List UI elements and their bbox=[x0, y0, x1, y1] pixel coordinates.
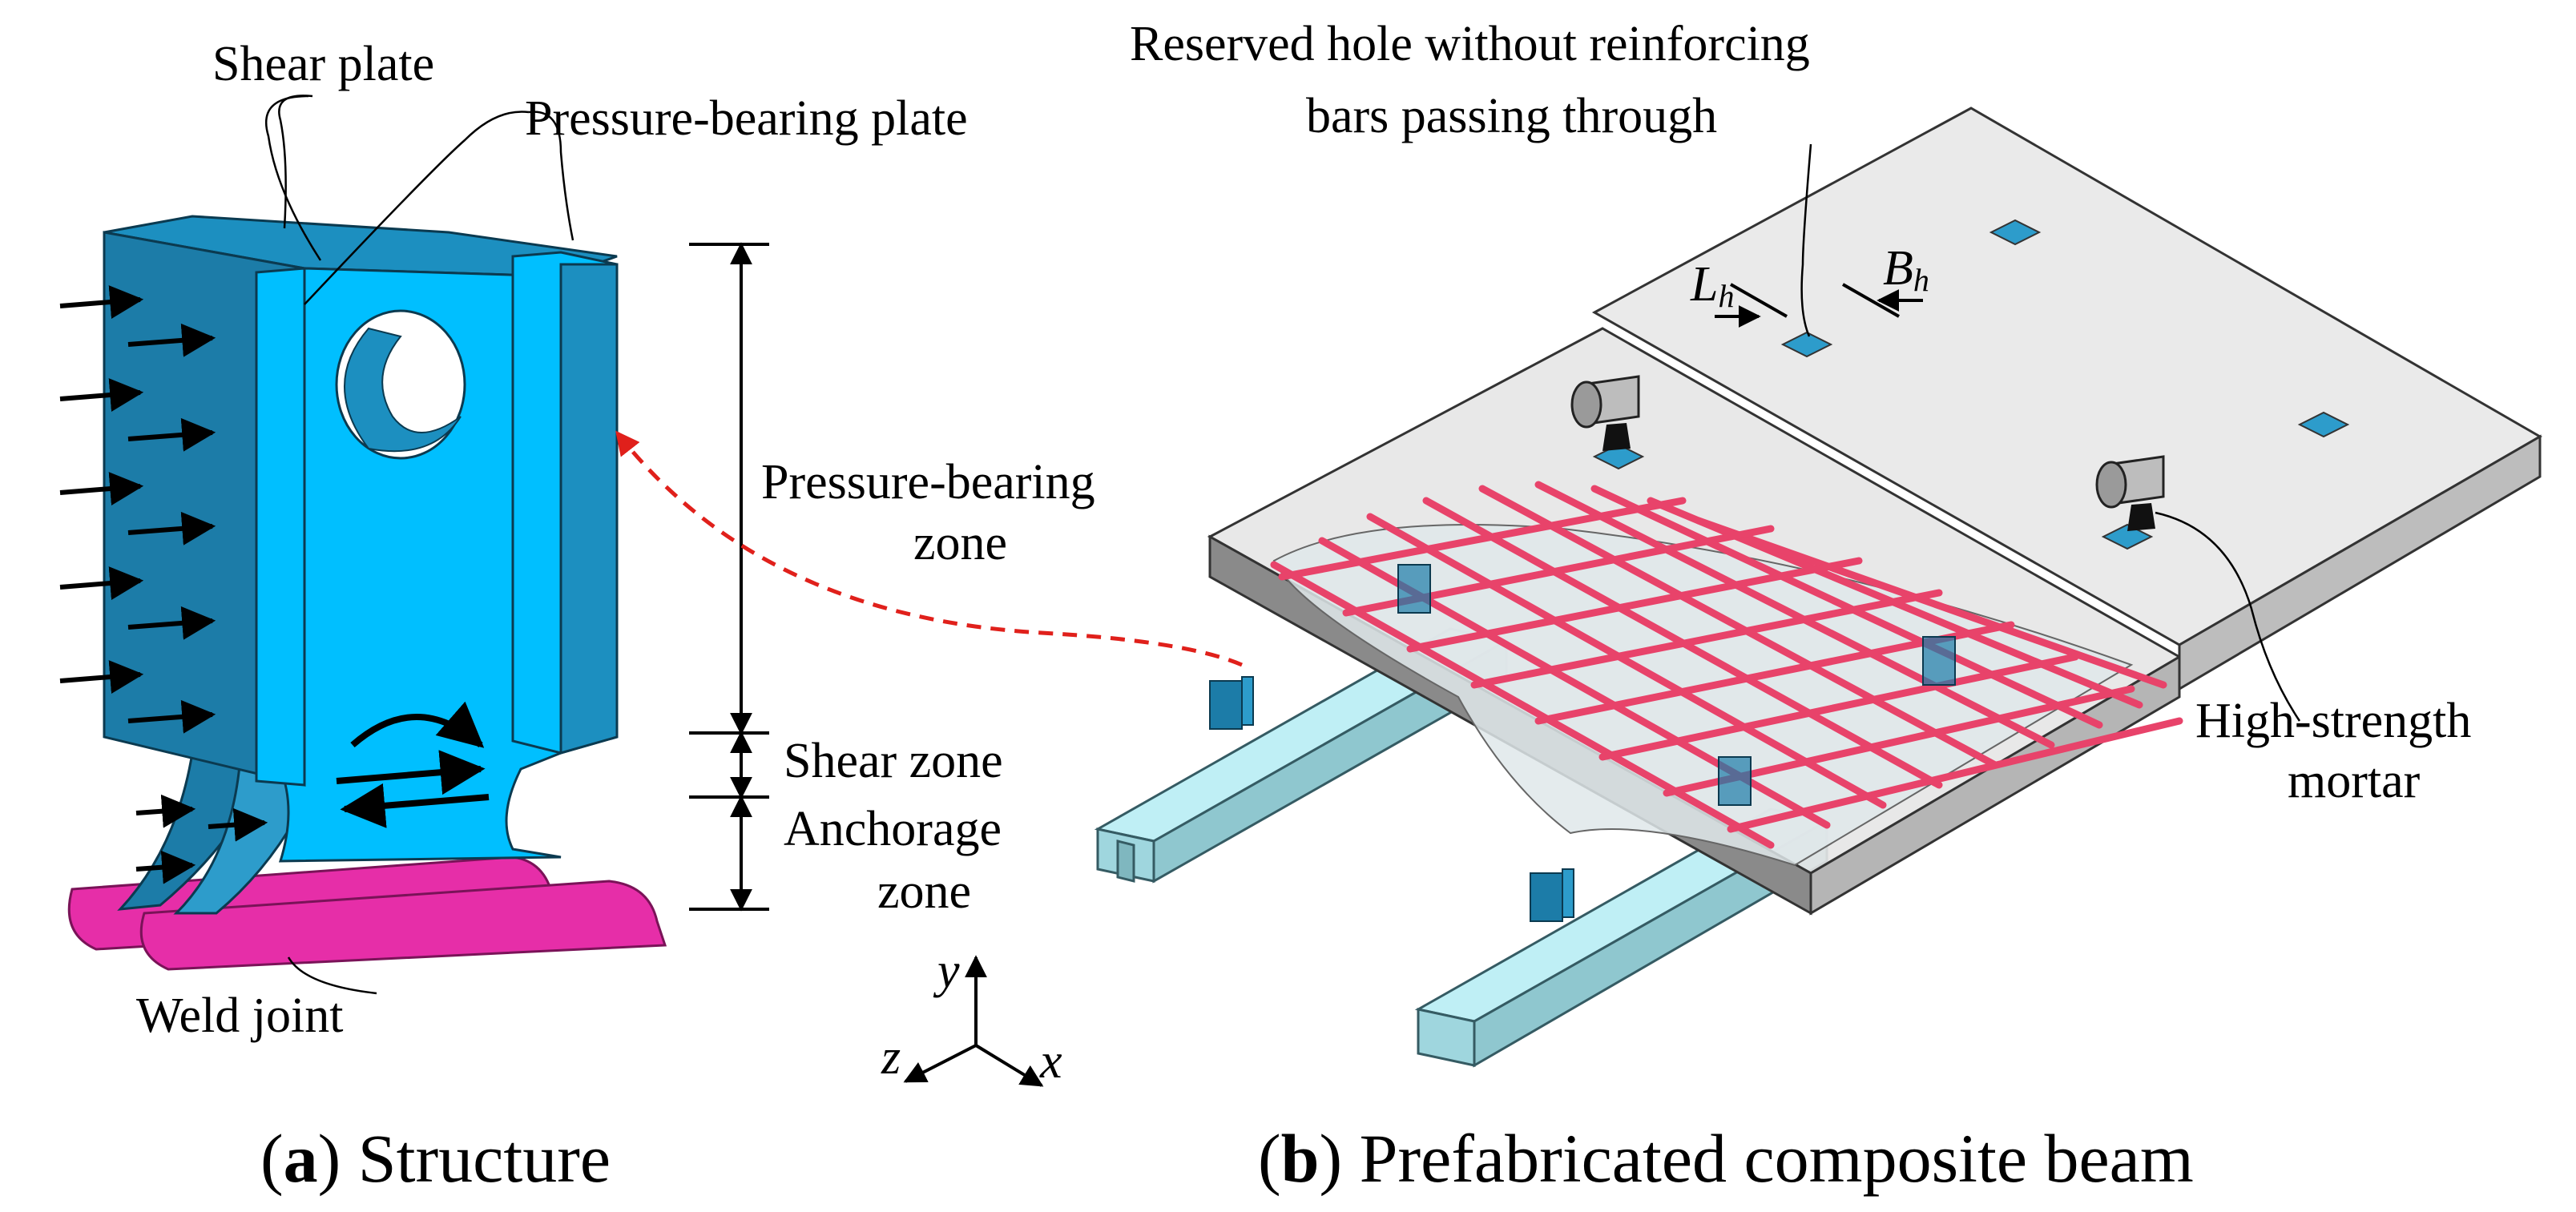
axis-y-label: y bbox=[933, 944, 960, 998]
label-pressure-bearing-zone-2: zone bbox=[913, 516, 1007, 570]
label-reserved-hole: Reserved hole without reinforcing bbox=[1130, 17, 1810, 71]
label-pressure-bearing-zone: Pressure-bearing bbox=[761, 455, 1095, 509]
axis-z-label: z bbox=[881, 1030, 901, 1085]
shear-plate-back-edge bbox=[255, 267, 306, 787]
label-anchorage-zone: Anchorage bbox=[784, 802, 1002, 856]
mortar-bucket-left bbox=[1570, 375, 1640, 451]
label-shear-zone: Shear zone bbox=[784, 734, 1003, 788]
label-pressure-bearing-plate: Pressure-bearing plate bbox=[525, 91, 968, 146]
shear-arrow-left bbox=[340, 783, 490, 828]
label-weld-joint: Weld joint bbox=[136, 989, 343, 1043]
connector-hole-inner bbox=[344, 327, 462, 453]
shear-arrow-right bbox=[336, 750, 486, 795]
label-high-strength: High-strength bbox=[2195, 694, 2471, 748]
connector-drawing bbox=[59, 215, 667, 971]
caption-a: (a) Structure bbox=[260, 1120, 611, 1197]
label-anchorage-zone-2: zone bbox=[877, 864, 971, 919]
reserved-holes bbox=[1592, 219, 2350, 550]
caption-b: (b) Prefabricated composite beam bbox=[1258, 1120, 2194, 1197]
label-hole-width: Bh bbox=[1883, 241, 1929, 298]
connectors-on-beams bbox=[1209, 564, 1956, 922]
slab-right-side bbox=[2178, 434, 2542, 691]
composite-beam-drawing bbox=[1094, 107, 2542, 1068]
hole-dimension-marks bbox=[1715, 283, 1923, 328]
weld-joint-front bbox=[139, 880, 667, 971]
mortar-bucket-right bbox=[2095, 455, 2165, 531]
rotation-arrow bbox=[350, 701, 485, 748]
rebar-mesh bbox=[1270, 481, 2183, 849]
label-shear-plate: Shear plate bbox=[212, 37, 434, 91]
axis-x-label: x bbox=[1039, 1034, 1062, 1089]
label-hole-length: Lh bbox=[1690, 257, 1734, 314]
shear-plate-front-side bbox=[559, 263, 619, 755]
load-arrows bbox=[59, 285, 268, 884]
label-high-strength-2: mortar bbox=[2288, 754, 2421, 808]
coordinate-axes bbox=[903, 955, 1044, 1087]
dimension-line bbox=[689, 242, 769, 912]
label-reserved-hole-2: bars passing through bbox=[1306, 89, 1717, 143]
leader-lines-a bbox=[264, 95, 574, 995]
leader-lines-b bbox=[1800, 143, 2301, 722]
